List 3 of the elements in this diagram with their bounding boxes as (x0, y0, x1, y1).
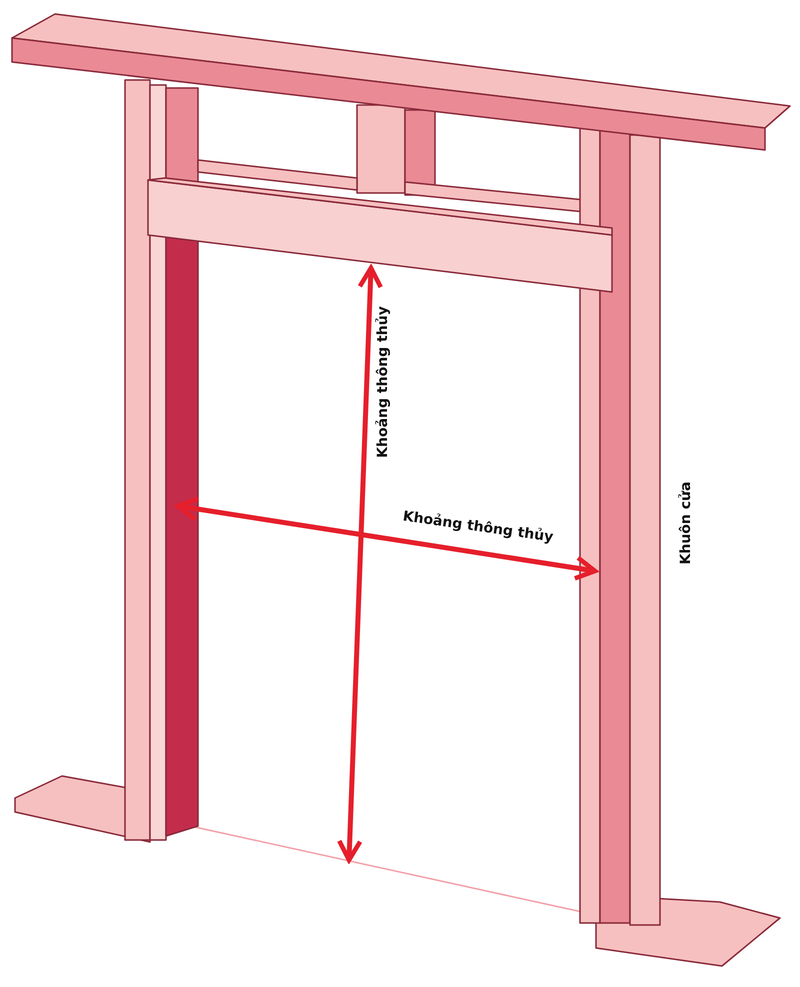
dimension-label: Khuôn cửa (678, 482, 694, 564)
dimension-label: Khoảng thông thủy (402, 508, 554, 546)
dimension-label: Khoảng thông thủy (375, 306, 391, 458)
